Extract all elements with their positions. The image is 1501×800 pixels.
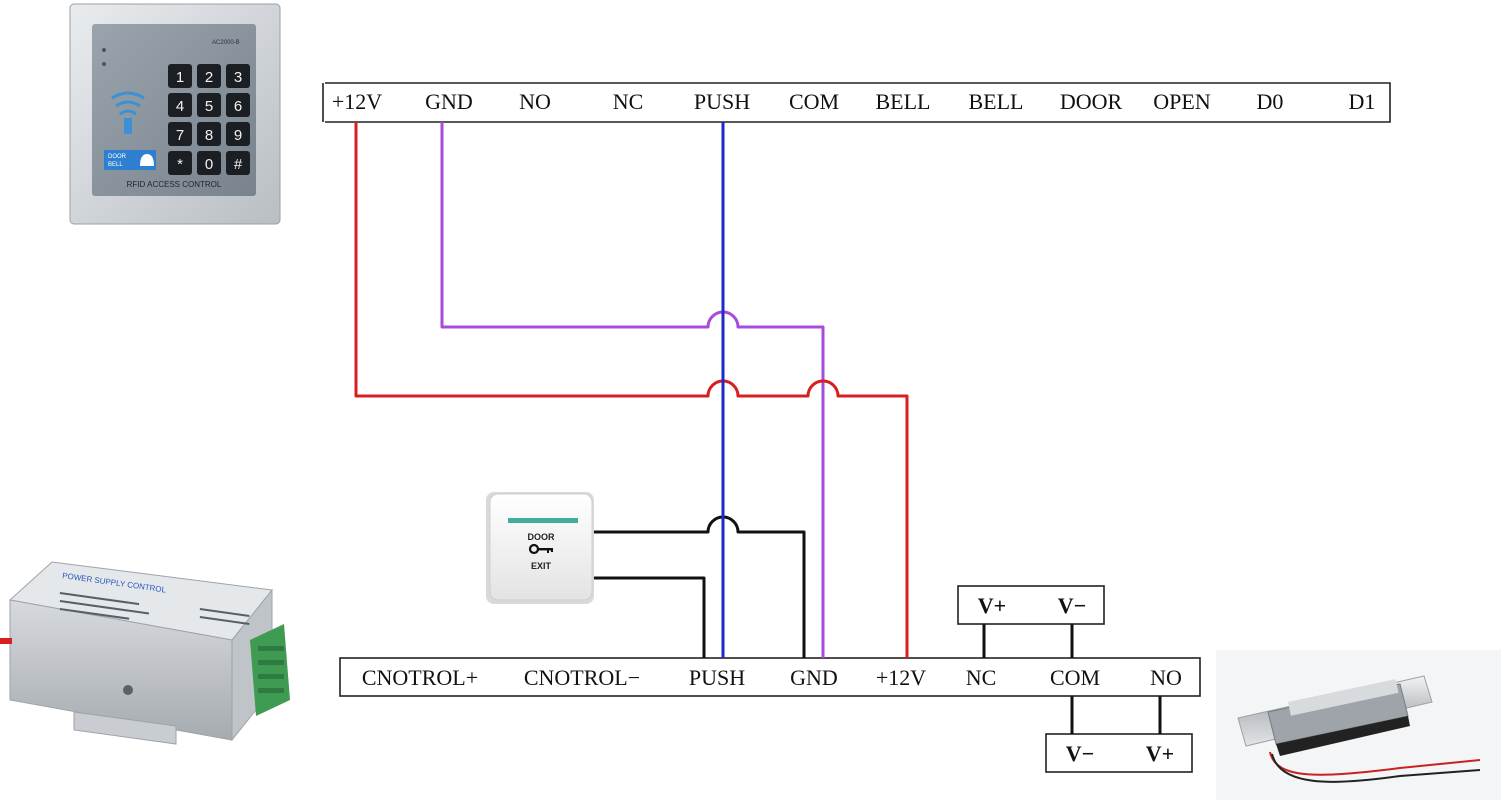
exit-button-line2: EXIT [531,561,552,571]
wire-12v-red [354,122,909,658]
controller-terminal-label: +12V [332,89,382,114]
keypad-key-label: * [177,156,183,173]
psu-terminal-strip: CNOTROL+ CNOTROL− PUSH GND +12V NC COM NO [339,657,1201,697]
keypad-keys: 1 2 3 4 5 6 7 8 9 * 0 # [168,64,250,175]
keypad-key-label: 0 [205,156,213,173]
keypad-key-label: 6 [234,98,242,115]
keypad-key [197,151,221,175]
wire-exit-button-to-gnd [594,515,806,658]
relay-box-top: V+ V− [957,585,1105,625]
controller-terminal-label: PUSH [694,89,750,114]
psu-terminal-label: CNOTROL− [524,665,640,690]
keypad-caption: RFID ACCESS CONTROL [127,180,222,189]
psu-terminal-label: GND [790,665,838,690]
badge-line-door: DOOR [108,154,127,160]
relay-box-bottom: V− V+ [1045,733,1193,773]
controller-terminal-label: D0 [1257,89,1284,114]
key-icon [528,543,553,555]
power-supply-device: POWER SUPPLY CONTROL [0,561,290,745]
relay-top-vplus: V+ [978,593,1006,618]
controller-terminal-label: NO [519,89,551,114]
keypad-key-label: # [234,156,243,173]
keypad-device: AC2000-B DOOR BELL 1 2 3 4 5 6 7 8 9 * 0 # RFID ACC… [69,3,281,225]
keypad-key-label: 3 [234,69,242,86]
psu-terminal-label: PUSH [689,665,745,690]
keypad-key-label: 2 [205,69,213,86]
psu-terminal-label: CNOTROL+ [362,665,478,690]
relay-bottom-vplus: V+ [1146,741,1174,766]
exit-button-device: DOOR EXIT [486,492,594,604]
keypad-key-label: 8 [205,127,213,144]
wires [354,122,1162,734]
controller-terminal-label: BELL [876,89,931,114]
psu-terminal-label: NC [966,665,997,690]
psu-terminal-label: NO [1150,665,1182,690]
keypad-key-label: 5 [205,98,213,115]
psu-terminal-label: +12V [876,665,926,690]
relay-bottom-vminus: V− [1066,741,1094,766]
keypad-key [168,122,192,146]
keypad-key [226,151,250,175]
keypad-key-label: 7 [176,127,184,144]
keypad-key [197,64,221,88]
controller-terminal-label: COM [789,89,839,114]
controller-terminal-strip: +12V GND NO NC PUSH COM BELL BELL DOOR OPEN D0 D1 [322,82,1391,123]
keypad-key [168,93,192,117]
relay-top-vminus: V− [1058,593,1086,618]
terminal-block-icon [250,624,290,716]
controller-terminal-label: NC [613,89,644,114]
bell-icon [140,154,154,166]
controller-terminal-label: GND [425,89,473,114]
controller-terminal-label: DOOR [1060,89,1123,114]
keypad-key-label: 9 [234,127,242,144]
badge-line-bell: BELL [108,162,123,168]
keypad-key [197,122,221,146]
keypad-key-label: 4 [176,98,184,115]
controller-terminal-label: BELL [969,89,1024,114]
keypad-key [197,93,221,117]
controller-terminal-label: D1 [1349,89,1376,114]
electric-strike-lock [1216,650,1501,800]
psu-terminal-label: COM [1050,665,1100,690]
exit-button-line1: DOOR [528,532,556,542]
keypad-key [226,64,250,88]
keypad-key [168,64,192,88]
keypad-key [226,122,250,146]
controller-terminal-label: OPEN [1153,89,1211,114]
keypad-key-label: 1 [176,69,184,86]
keypad-key [168,151,192,175]
keypad-key [226,93,250,117]
wire-exit-button-to-push [594,576,706,658]
keypad-model: AC2000-B [212,40,240,46]
rfid-wave-icon [111,91,145,134]
